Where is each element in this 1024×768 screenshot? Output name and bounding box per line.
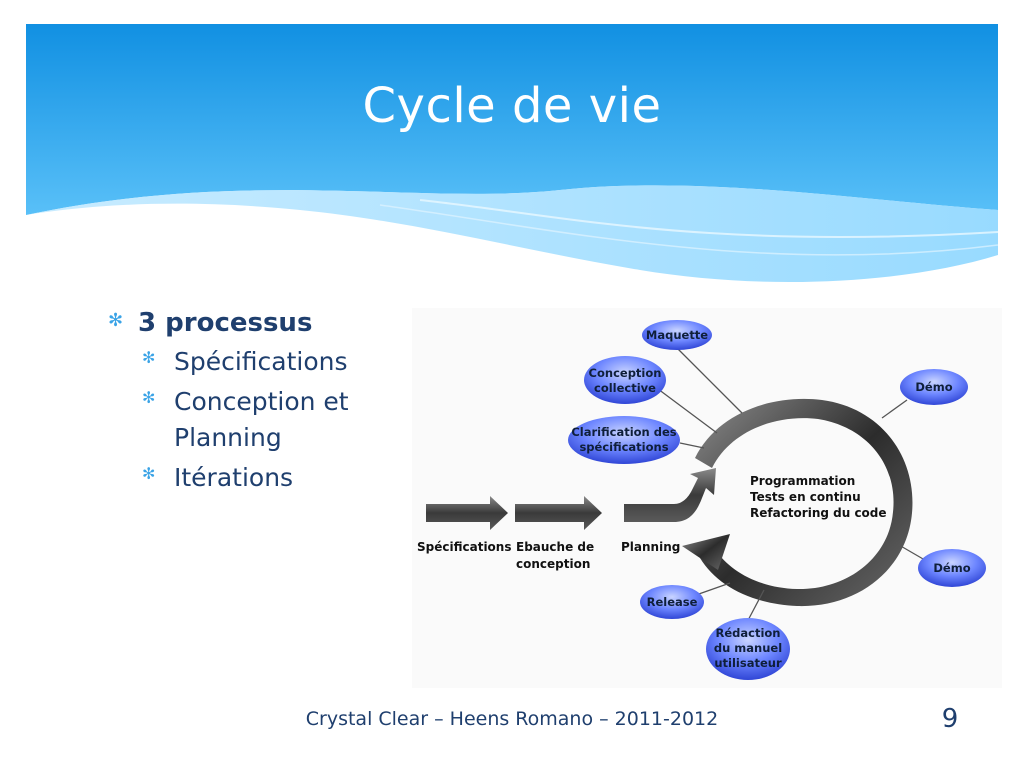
sub-bullet: ✻ Itérations (138, 460, 388, 496)
bubble-release: Release (640, 585, 704, 619)
stage-label-planning: Planning (621, 540, 680, 554)
sub-bullet-text: Spécifications (174, 347, 348, 376)
svg-text:Conception: Conception (589, 366, 662, 380)
arrow-specifications (426, 496, 508, 530)
center-text-tests: Tests en continu (750, 490, 861, 504)
svg-text:Release: Release (647, 595, 698, 609)
page-number: 9 (941, 704, 959, 734)
sub-bullet-text: Itérations (174, 463, 294, 492)
bubble-demo-bottom: Démo (918, 549, 986, 587)
stage-label-ebauche-1: Ebauche de (516, 540, 594, 554)
svg-text:du manuel: du manuel (714, 641, 782, 655)
bubble-demo-top: Démo (900, 369, 968, 405)
svg-text:Démo: Démo (915, 380, 952, 394)
header-wave-main (26, 24, 998, 215)
iteration-ring-arrowhead (682, 534, 730, 570)
svg-text:Démo: Démo (933, 561, 970, 575)
bubble-conception-collective: Conception collective (584, 356, 666, 404)
lifecycle-diagram: Spécifications Ebauche de conception Pla… (412, 308, 1002, 688)
bubble-clarification: Clarification des spécifications (568, 416, 680, 464)
stage-label-specifications: Spécifications (417, 540, 511, 554)
svg-text:Clarification des: Clarification des (571, 425, 676, 439)
center-text-programmation: Programmation (750, 474, 855, 488)
slide-footer: Crystal Clear – Heens Romano – 2011-2012 (305, 708, 719, 730)
arrow-planning (624, 468, 716, 522)
bullet-main: ✻ 3 processus (108, 308, 388, 338)
bubble-redaction: Rédaction du manuel utilisateur (706, 618, 790, 680)
bullet-main-text: 3 processus (138, 308, 313, 338)
slide-title: Cycle de vie (362, 78, 662, 134)
header-background (26, 24, 999, 282)
sub-bullet-text: Conception et Planning (174, 387, 349, 452)
svg-text:collective: collective (594, 381, 656, 395)
sub-bullet: ✻ Spécifications (138, 344, 388, 380)
asterisk-bullet-icon: ✻ (142, 464, 156, 483)
bubble-maquette: Maquette (642, 320, 712, 350)
asterisk-bullet-icon: ✻ (108, 310, 124, 331)
center-text-refactoring: Refactoring du code (750, 506, 887, 520)
svg-text:utilisateur: utilisateur (714, 656, 782, 670)
arrow-ebauche (515, 496, 602, 530)
header-wave-light (26, 185, 998, 282)
stage-label-ebauche-2: conception (516, 557, 590, 571)
sub-bullet: ✻ Conception et Planning (138, 384, 388, 456)
asterisk-bullet-icon: ✻ (142, 348, 156, 367)
diagram-background (412, 308, 1002, 688)
bullet-list: ✻ 3 processus ✻ Spécifications ✻ Concept… (108, 308, 388, 496)
svg-text:spécifications: spécifications (579, 440, 668, 454)
svg-text:Maquette: Maquette (646, 328, 708, 342)
asterisk-bullet-icon: ✻ (142, 388, 156, 407)
svg-text:Rédaction: Rédaction (716, 626, 781, 640)
